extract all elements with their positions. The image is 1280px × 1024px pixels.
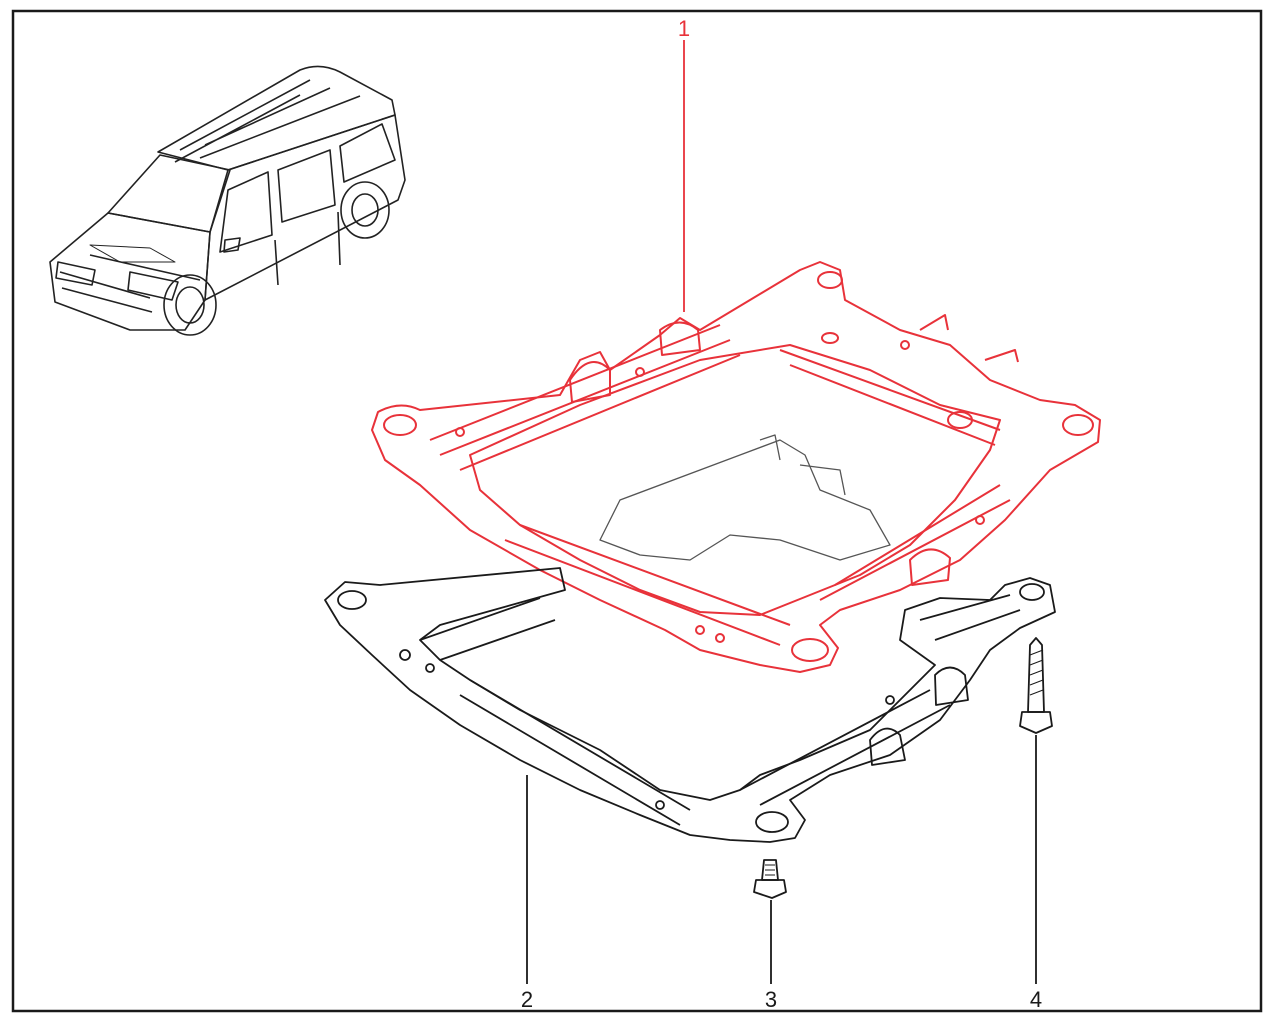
part-1-front-subframe[interactable] [371,261,1101,673]
callout-number-2[interactable]: 2 [521,987,533,1012]
vehicle-thumbnail [49,65,406,336]
part-3-small-bolt[interactable] [753,859,787,899]
callout-number-4[interactable]: 4 [1030,987,1042,1012]
part-2-lower-crossmember[interactable] [324,434,1056,843]
callout-number-3[interactable]: 3 [765,987,777,1012]
diagram-frame [11,9,1263,1013]
part-4-long-bolt[interactable] [1019,637,1053,734]
callout-number-1[interactable]: 1 [678,16,690,41]
